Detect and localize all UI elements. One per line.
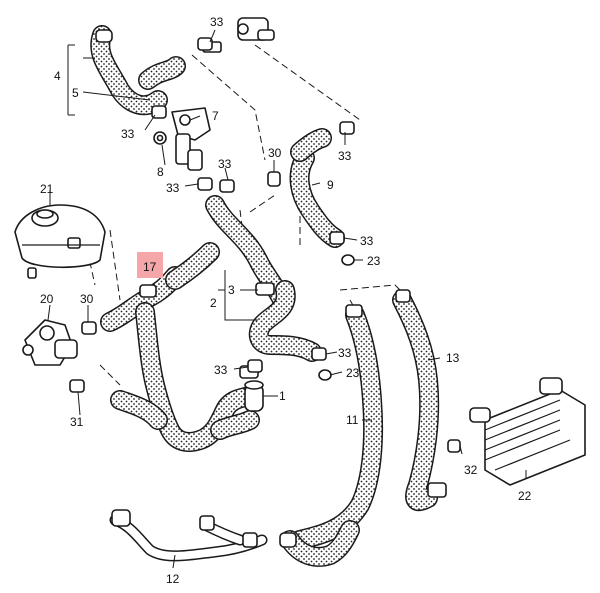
clamp-icon [447, 439, 461, 453]
label-8: 8 [157, 165, 164, 179]
label-33: 33 [218, 157, 232, 171]
label-30: 30 [80, 292, 94, 306]
clamp-icon [311, 347, 327, 361]
label-33: 33 [338, 149, 352, 163]
label-33: 33 [360, 234, 374, 248]
label-17: 17 [143, 260, 157, 274]
part-labels: 33 4 5 7 33 8 33 33 30 33 9 21 33 23 17 … [40, 15, 532, 586]
hose-part-4[interactable] [90, 25, 168, 116]
label-22: 22 [518, 489, 532, 503]
clamp-icon [267, 171, 281, 187]
label-33: 33 [214, 363, 228, 377]
clamp-icon [81, 321, 97, 335]
label-12: 12 [166, 572, 180, 586]
label-5: 5 [72, 86, 79, 100]
hose-part-2[interactable] [248, 280, 322, 362]
coolant-flange-part-7[interactable] [171, 107, 211, 171]
label-33: 33 [166, 181, 180, 195]
label-23: 23 [367, 254, 381, 268]
clamp-icon [247, 359, 263, 373]
label-3: 3 [228, 283, 235, 297]
hose-part-11[interactable] [290, 304, 384, 550]
clamp-icon [329, 231, 345, 245]
expansion-tank-part-21[interactable] [14, 204, 106, 279]
label-33: 33 [338, 346, 352, 360]
hose-lower-left[interactable] [110, 302, 260, 452]
label-11: 11 [346, 413, 359, 427]
label-33: 33 [121, 127, 135, 141]
plug-icon [341, 254, 355, 266]
pipe-part-12[interactable] [109, 509, 268, 562]
hose-part-5[interactable] [138, 56, 186, 90]
label-1: 1 [279, 389, 286, 403]
label-13: 13 [446, 351, 460, 365]
label-4: 4 [54, 69, 61, 83]
oil-cooler-part-22[interactable] [469, 377, 586, 486]
clamp-icon [197, 177, 213, 191]
hose-lower-junction[interactable] [279, 520, 360, 567]
label-32: 32 [464, 463, 478, 477]
label-30: 30 [268, 146, 282, 160]
label-33: 33 [210, 15, 224, 29]
label-31: 31 [70, 415, 84, 429]
clamp-icon [219, 179, 235, 193]
clamp-icon [339, 121, 355, 135]
label-7: 7 [212, 109, 219, 123]
hose-part-17[interactable] [100, 242, 220, 332]
label-9: 9 [327, 178, 334, 192]
label-23: 23 [346, 366, 360, 380]
clamp-icon [197, 37, 213, 51]
hose-part-13[interactable] [392, 289, 447, 512]
plug-icon [318, 369, 332, 381]
leader-lines [47, 29, 527, 569]
label-20: 20 [40, 292, 54, 306]
seal-part-8[interactable] [153, 131, 167, 145]
clamp-icon [69, 379, 85, 393]
connector-part-1[interactable] [239, 365, 264, 412]
highlight-box [137, 252, 163, 278]
hose-part-9[interactable] [289, 128, 345, 248]
label-2: 2 [210, 296, 217, 310]
clamp-icon [151, 105, 167, 119]
dashed-reference-lines [84, 44, 411, 386]
housing-part-20[interactable] [22, 319, 78, 366]
label-21: 21 [40, 182, 54, 196]
